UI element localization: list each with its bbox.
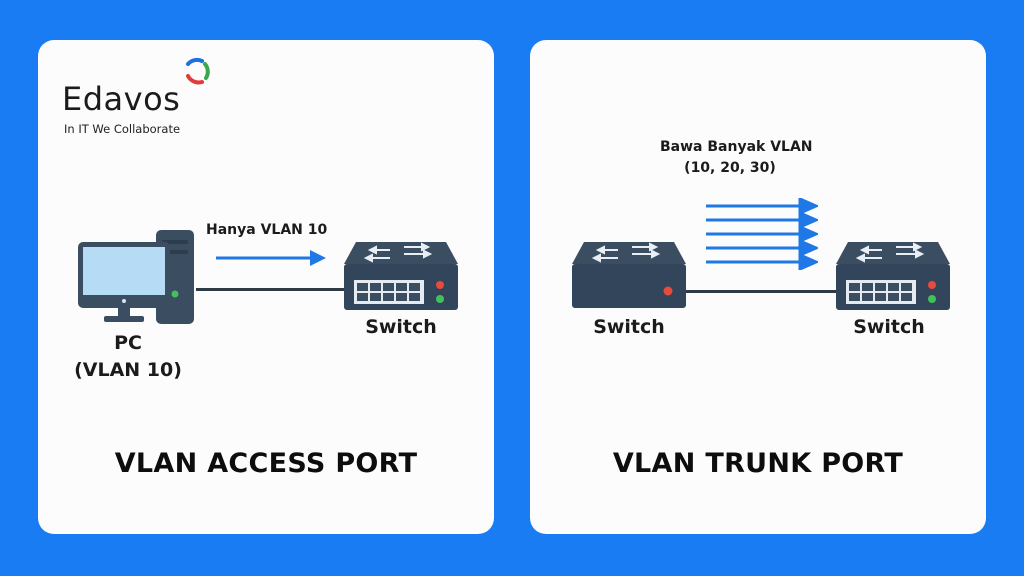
trunk-flow-label-line2: (10, 20, 30) xyxy=(684,160,776,176)
access-switch-label: Switch xyxy=(365,316,437,338)
access-port-panel: Edavos In IT We Collaborate Hanya VLAN 1… xyxy=(38,40,494,534)
access-flow-label: Hanya VLAN 10 xyxy=(206,222,328,238)
trunk-flow-label-line1: Bawa Banyak VLAN xyxy=(660,139,813,155)
trunk-left-switch-label: Switch xyxy=(593,316,665,338)
pc-vlan-label: (VLAN 10) xyxy=(74,359,182,381)
trunk-link-cable xyxy=(680,290,840,293)
logo-wordmark: Edavos xyxy=(62,80,181,118)
trunk-right-switch-icon xyxy=(836,242,950,310)
logo-tagline: In IT We Collaborate xyxy=(64,122,181,136)
pc-label: PC xyxy=(114,332,142,354)
trunk-left-switch-icon xyxy=(572,242,686,308)
access-switch-icon xyxy=(344,242,458,310)
edavos-logo-mark-icon xyxy=(186,57,210,85)
access-port-title: VLAN ACCESS PORT xyxy=(114,448,418,479)
trunk-port-title: VLAN TRUNK PORT xyxy=(612,448,904,479)
trunk-right-switch-label: Switch xyxy=(853,316,925,338)
pc-icon xyxy=(78,230,194,324)
multi-vlan-arrows-icon xyxy=(706,198,818,270)
vlan10-arrow-icon xyxy=(216,250,326,266)
trunk-port-panel: Bawa Banyak VLAN (10, 20, 30) Switch xyxy=(530,40,986,534)
access-link-cable xyxy=(196,288,344,291)
